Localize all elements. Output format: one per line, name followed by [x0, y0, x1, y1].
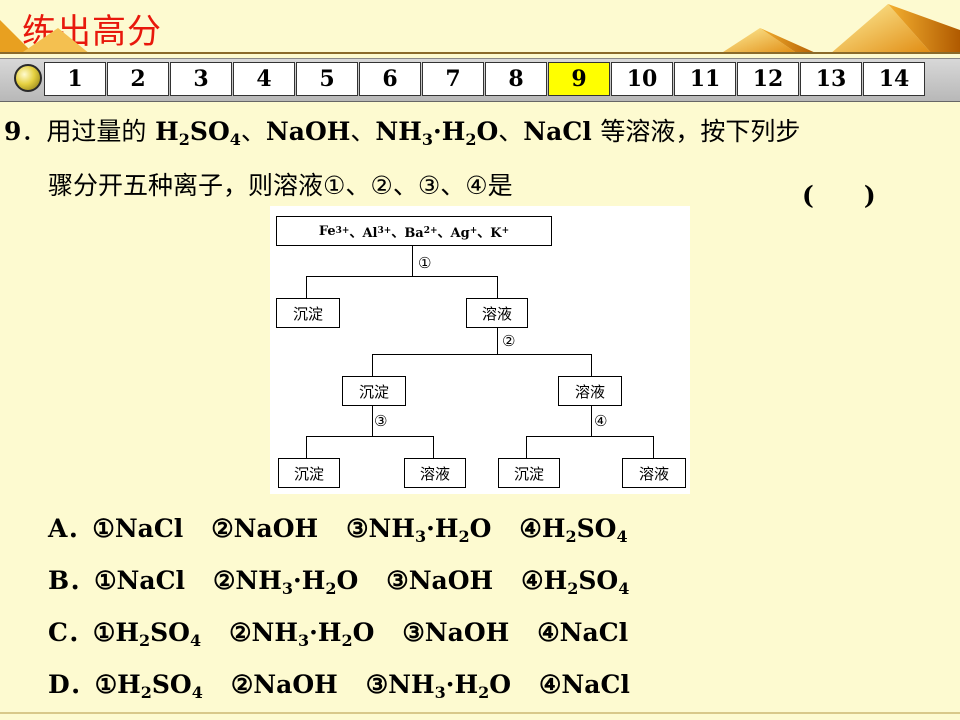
nav-item-12[interactable]: 12 — [737, 62, 799, 96]
question-line-1: 9．用过量的 H2SO4、NaOH、NH3·H2O、NaCl 等溶液，按下列步 — [4, 117, 801, 149]
option-item: ③NaOH — [386, 566, 494, 595]
solution-box-4: 溶液 — [622, 458, 686, 488]
option-item: ④NaCl — [539, 670, 630, 699]
precipitate-box-1: 沉淀 — [276, 298, 340, 328]
solution-box-1: 溶液 — [466, 298, 528, 328]
pyramid-decoration-icon — [720, 4, 960, 54]
solution-box-3: 溶液 — [404, 458, 466, 488]
nav-item-1[interactable]: 1 — [44, 62, 106, 96]
pyramid-left-decoration-icon — [0, 20, 90, 54]
option-item: ③NH3·H2O — [346, 514, 492, 546]
option-item: ①NaCl — [94, 566, 185, 595]
nav-item-6[interactable]: 6 — [359, 62, 421, 96]
option-item: ③NH3·H2O — [365, 670, 512, 702]
nav-item-5[interactable]: 5 — [296, 62, 358, 96]
header: 练出高分 — [0, 0, 960, 58]
precipitate-box-3: 沉淀 — [278, 458, 340, 488]
option-a[interactable]: A．①NaCl ②NaOH ③NH3·H2O ④H2SO4 — [48, 512, 628, 546]
nav-item-9[interactable]: 9 — [548, 62, 610, 96]
option-label: C． — [48, 618, 93, 647]
bottom-divider — [0, 712, 960, 714]
option-item: ④NaCl — [537, 618, 629, 647]
precipitate-box-2: 沉淀 — [342, 376, 406, 406]
option-d[interactable]: D．①H2SO4 ②NaOH ③NH3·H2O ④NaCl — [48, 668, 630, 702]
question-text-c: 骤分开五种离子，则溶液①、②、③、④是 — [48, 171, 513, 200]
option-item: ④H2SO4 — [521, 566, 630, 598]
nav-item-13[interactable]: 13 — [800, 62, 862, 96]
question-text-b: 等溶液，按下列步 — [600, 117, 801, 146]
option-b[interactable]: B．①NaCl ②NH3·H2O ③NaOH ④H2SO4 — [48, 564, 629, 598]
option-item: ①NaCl — [92, 514, 184, 543]
nav-item-7[interactable]: 7 — [422, 62, 484, 96]
nav-item-11[interactable]: 11 — [674, 62, 736, 96]
header-divider — [0, 52, 960, 54]
option-item: ②NaOH — [211, 514, 319, 543]
home-ball-icon[interactable] — [14, 64, 42, 92]
option-item: ①H2SO4 — [92, 618, 202, 650]
option-item: ①H2SO4 — [94, 670, 203, 702]
question-number: 9 — [4, 117, 22, 146]
option-item: ②NaOH — [230, 670, 338, 699]
precipitate-box-4: 沉淀 — [498, 458, 560, 488]
option-item: ②NH3·H2O — [229, 618, 375, 650]
nav-item-14[interactable]: 14 — [863, 62, 925, 96]
option-label: D． — [48, 670, 95, 699]
nav-item-2[interactable]: 2 — [107, 62, 169, 96]
option-item: ③NaOH — [402, 618, 510, 647]
nav-item-10[interactable]: 10 — [611, 62, 673, 96]
step-1-label: ① — [418, 254, 432, 272]
nav-item-3[interactable]: 3 — [170, 62, 232, 96]
question-line-2: 骤分开五种离子，则溶液①、②、③、④是 — [48, 170, 513, 202]
step-4-label: ④ — [594, 412, 608, 430]
step-2-label: ② — [502, 332, 516, 350]
question-text-a: 用过量的 — [46, 117, 147, 146]
nav-item-8[interactable]: 8 — [485, 62, 547, 96]
option-c[interactable]: C．①H2SO4 ②NH3·H2O ③NaOH ④NaCl — [48, 616, 628, 650]
step-3-label: ③ — [374, 412, 388, 430]
option-item: ④H2SO4 — [519, 514, 628, 546]
answer-parentheses: ( ) — [802, 181, 876, 210]
option-item: ②NH3·H2O — [213, 566, 359, 598]
solution-box-2: 溶液 — [558, 376, 622, 406]
option-label: A． — [48, 514, 93, 543]
option-label: B． — [48, 566, 95, 595]
nav-item-4[interactable]: 4 — [233, 62, 295, 96]
